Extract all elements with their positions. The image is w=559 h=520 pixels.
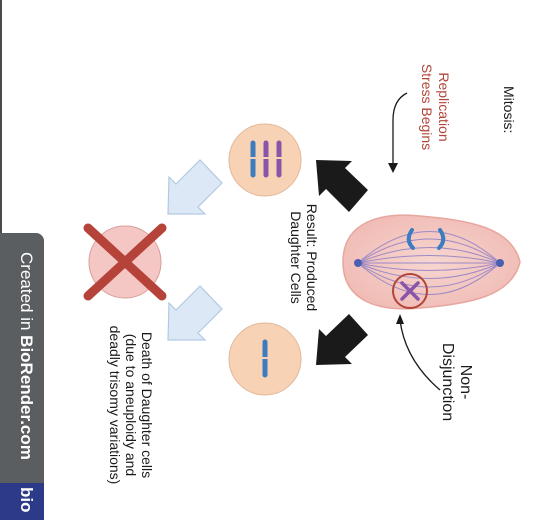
stuck-chromosome-b [400,281,420,301]
badge-prefix: Created in [17,252,36,336]
black-arrow-bottom [316,314,368,365]
spindle-fibers [357,231,501,295]
chromatid-right [437,228,446,250]
cross-icon [83,223,167,301]
replication-stress-label: Replication Stress Begins [419,63,452,151]
diagram-title: Mitosis: [501,86,517,134]
biorender-badge[interactable] [0,233,44,520]
centrosome-left [354,259,362,267]
daughter-cell-bottom [228,322,302,396]
dead-cell [83,223,167,301]
death-label: Death of Daughter cells (due to aneuploi… [107,325,155,485]
curved-pointer-icon [396,314,441,391]
biorender-tab-text: bio [17,487,36,513]
badge-brand: BioRender.com [17,335,36,460]
nondisjunction-circle [392,273,428,309]
black-arrow-top [316,160,368,212]
daughter-cell-top [228,123,302,197]
nondisjunction-label: Non-Disjunction [439,342,474,422]
mother-cell [342,214,521,310]
centrosome-right [496,259,504,267]
chromatid-left [406,228,415,250]
hollow-arrow-top [167,159,223,215]
biorender-badge-text: Created in BioRender.com [16,252,36,460]
hollow-arrow-bottom [167,285,223,341]
result-label: Result: Produced Daughter Cells [288,203,320,312]
biorender-tab[interactable] [0,483,44,520]
down-arrow-icon [388,92,408,173]
